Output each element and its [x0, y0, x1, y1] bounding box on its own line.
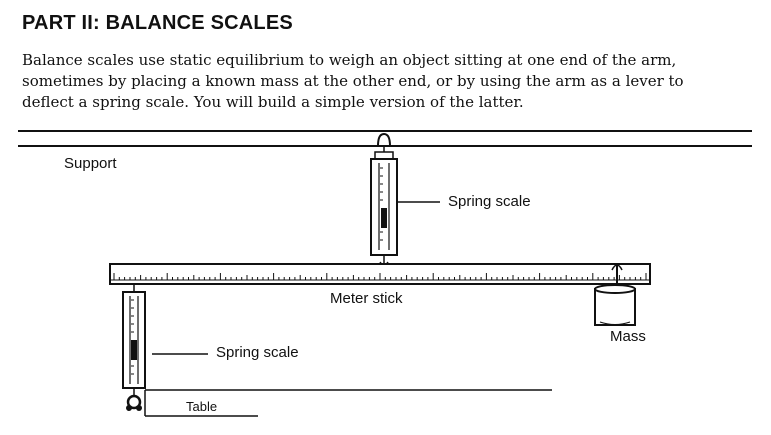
- table-edge: [144, 389, 552, 417]
- scale-top-ticks: [380, 167, 383, 241]
- hanging-mass: [594, 264, 636, 326]
- section-heading: PART II: BALANCE SCALES: [22, 12, 293, 34]
- spring-scale-bottom-label: Spring scale: [216, 344, 299, 361]
- scale-bottom-ticks: [131, 299, 134, 375]
- table-label: Table: [186, 399, 218, 414]
- mass-label: Mass: [610, 328, 646, 345]
- intro-paragraph: Balance scales use static equilibrium to…: [22, 50, 742, 113]
- support-label: Support: [64, 155, 117, 172]
- intro-line: sometimes by placing a known mass at the…: [22, 72, 684, 90]
- intro-line: Balance scales use static equilibrium to…: [22, 51, 677, 69]
- support-bar: [18, 130, 752, 147]
- intro-line: deflect a spring scale. You will build a…: [22, 93, 524, 111]
- spring-scale-top: [370, 132, 398, 266]
- meter-stick-ticks: [113, 273, 647, 280]
- spring-scale-top-label: Spring scale: [448, 193, 531, 210]
- meter-stick-label: Meter stick: [330, 290, 403, 307]
- meter-stick: [109, 263, 651, 285]
- spring-scale-bottom: [122, 284, 146, 411]
